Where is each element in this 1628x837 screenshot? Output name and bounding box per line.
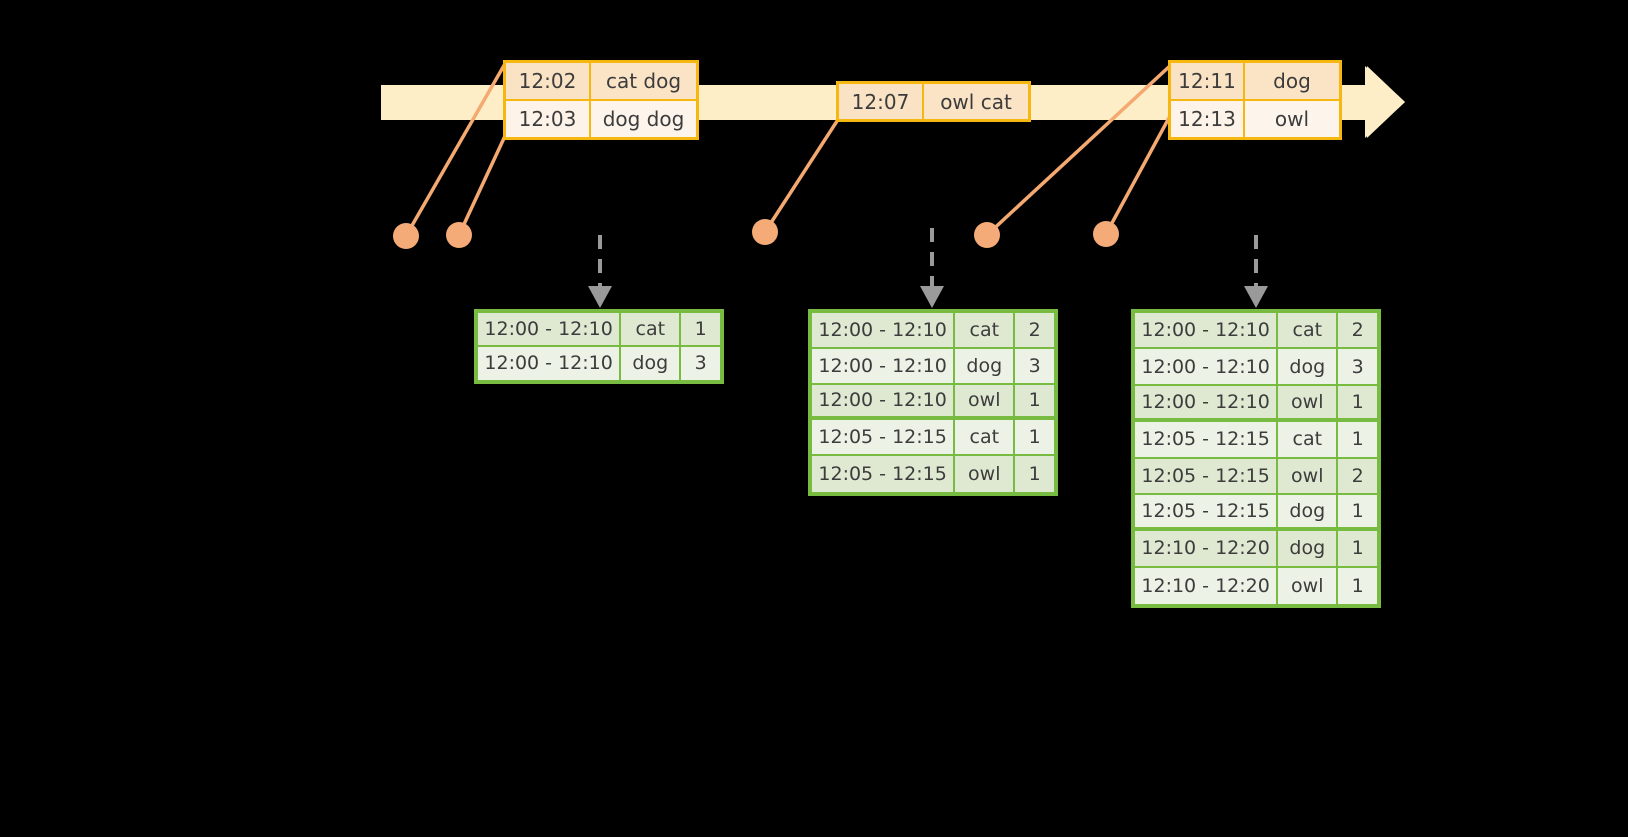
event-box-group-2[interactable]: 12:07 owl cat [836, 81, 1031, 122]
cell-window: 12:05 - 12:15 [1135, 422, 1279, 459]
cell-key: dog [1278, 494, 1339, 532]
result-table-2[interactable]: 12:00 - 12:10 cat 2 12:00 - 12:10 dog 3 … [808, 309, 1058, 496]
table-row[interactable]: 12:05 - 12:15 dog 1 [1135, 494, 1377, 532]
connector-dot-3 [752, 219, 778, 245]
cell-window: 12:05 - 12:15 [1135, 458, 1279, 495]
event-row[interactable]: 12:02 cat dog [506, 63, 696, 99]
table-row[interactable]: 12:00 - 12:10 owl 1 [1135, 385, 1377, 423]
cell-window: 12:00 - 12:10 [812, 348, 956, 385]
cell-count: 1 [1338, 422, 1377, 459]
event-time: 12:02 [506, 63, 589, 99]
table-row[interactable]: 12:10 - 12:20 owl 1 [1135, 567, 1377, 604]
event-value: cat dog [589, 63, 696, 99]
connector-line-3 [763, 117, 841, 233]
cell-window: 12:00 - 12:10 [1135, 313, 1279, 350]
table-row[interactable]: 12:05 - 12:15 owl 2 [1135, 458, 1377, 495]
cell-key: dog [955, 348, 1016, 385]
event-box-group-3[interactable]: 12:11 dog 12:13 owl [1168, 60, 1342, 140]
connector-dot-5 [1093, 221, 1119, 247]
cell-key: owl [1278, 567, 1339, 604]
cell-key: cat [621, 313, 682, 347]
timeline-arrowhead [1365, 66, 1405, 138]
cell-count: 1 [681, 313, 720, 347]
dashed-arrow-head-3 [1244, 286, 1268, 308]
cell-count: 1 [1338, 385, 1377, 423]
cell-window: 12:05 - 12:15 [1135, 494, 1279, 532]
cell-count: 2 [1338, 313, 1377, 350]
cell-key: cat [955, 313, 1016, 349]
cell-count: 1 [1015, 420, 1054, 457]
cell-key: owl [1278, 458, 1339, 495]
table-row[interactable]: 12:05 - 12:15 cat 1 [812, 420, 1054, 457]
table-row[interactable]: 12:10 - 12:20 dog 1 [1135, 531, 1377, 568]
event-row[interactable]: 12:11 dog [1171, 63, 1339, 99]
table-row[interactable]: 12:00 - 12:10 cat 2 [1135, 313, 1377, 350]
cell-window: 12:00 - 12:10 [812, 313, 956, 349]
event-row[interactable]: 12:07 owl cat [839, 84, 1028, 119]
cell-count: 2 [1338, 458, 1377, 495]
cell-count: 1 [1015, 384, 1054, 421]
cell-window: 12:00 - 12:10 [478, 313, 622, 347]
table-row[interactable]: 12:05 - 12:15 cat 1 [1135, 422, 1377, 459]
cell-window: 12:00 - 12:10 [812, 384, 956, 421]
cell-count: 3 [1338, 349, 1377, 386]
cell-count: 1 [1338, 567, 1377, 604]
cell-key: owl [1278, 385, 1339, 423]
connector-dot-1 [393, 223, 419, 249]
connector-line-5 [1104, 115, 1172, 235]
cell-window: 12:05 - 12:15 [812, 420, 956, 457]
cell-key: owl [955, 456, 1016, 492]
connector-dot-4 [974, 222, 1000, 248]
table-row[interactable]: 12:00 - 12:10 cat 1 [478, 313, 720, 347]
event-row[interactable]: 12:03 dog dog [506, 99, 696, 137]
cell-count: 1 [1338, 531, 1377, 568]
cell-window: 12:00 - 12:10 [1135, 385, 1279, 423]
connector-line-2 [457, 135, 507, 236]
event-value: dog dog [589, 101, 696, 137]
cell-key: dog [621, 346, 682, 380]
event-box-group-1[interactable]: 12:02 cat dog 12:03 dog dog [503, 60, 699, 140]
cell-count: 1 [1015, 456, 1054, 492]
table-row[interactable]: 12:00 - 12:10 dog 3 [812, 348, 1054, 385]
event-value: owl cat [922, 84, 1028, 119]
table-row[interactable]: 12:05 - 12:15 owl 1 [812, 456, 1054, 492]
table-row[interactable]: 12:00 - 12:10 owl 1 [812, 384, 1054, 421]
cell-window: 12:10 - 12:20 [1135, 531, 1279, 568]
event-time: 12:03 [506, 101, 589, 137]
cell-key: owl [955, 384, 1016, 421]
dashed-arrow-head-1 [588, 286, 612, 308]
cell-window: 12:00 - 12:10 [478, 346, 622, 380]
event-value: owl [1243, 101, 1339, 137]
cell-count: 3 [1015, 348, 1054, 385]
event-time: 12:07 [839, 84, 922, 119]
table-row[interactable]: 12:00 - 12:10 dog 3 [1135, 349, 1377, 386]
cell-window: 12:10 - 12:20 [1135, 567, 1279, 604]
dashed-arrow-head-2 [920, 286, 944, 308]
cell-count: 3 [681, 346, 720, 380]
cell-key: dog [1278, 531, 1339, 568]
table-row[interactable]: 12:00 - 12:10 cat 2 [812, 313, 1054, 349]
cell-key: cat [1278, 313, 1339, 350]
cell-key: dog [1278, 349, 1339, 386]
cell-key: cat [955, 420, 1016, 457]
event-value: dog [1243, 63, 1339, 99]
cell-key: cat [1278, 422, 1339, 459]
table-row[interactable]: 12:00 - 12:10 dog 3 [478, 346, 720, 380]
event-row[interactable]: 12:13 owl [1171, 99, 1339, 137]
cell-count: 1 [1338, 494, 1377, 532]
cell-count: 2 [1015, 313, 1054, 349]
cell-window: 12:05 - 12:15 [812, 456, 956, 492]
event-time: 12:11 [1171, 63, 1243, 99]
cell-window: 12:00 - 12:10 [1135, 349, 1279, 386]
result-table-3[interactable]: 12:00 - 12:10 cat 2 12:00 - 12:10 dog 3 … [1131, 309, 1381, 608]
event-time: 12:13 [1171, 101, 1243, 137]
connector-dot-2 [446, 222, 472, 248]
result-table-1[interactable]: 12:00 - 12:10 cat 1 12:00 - 12:10 dog 3 [474, 309, 724, 384]
